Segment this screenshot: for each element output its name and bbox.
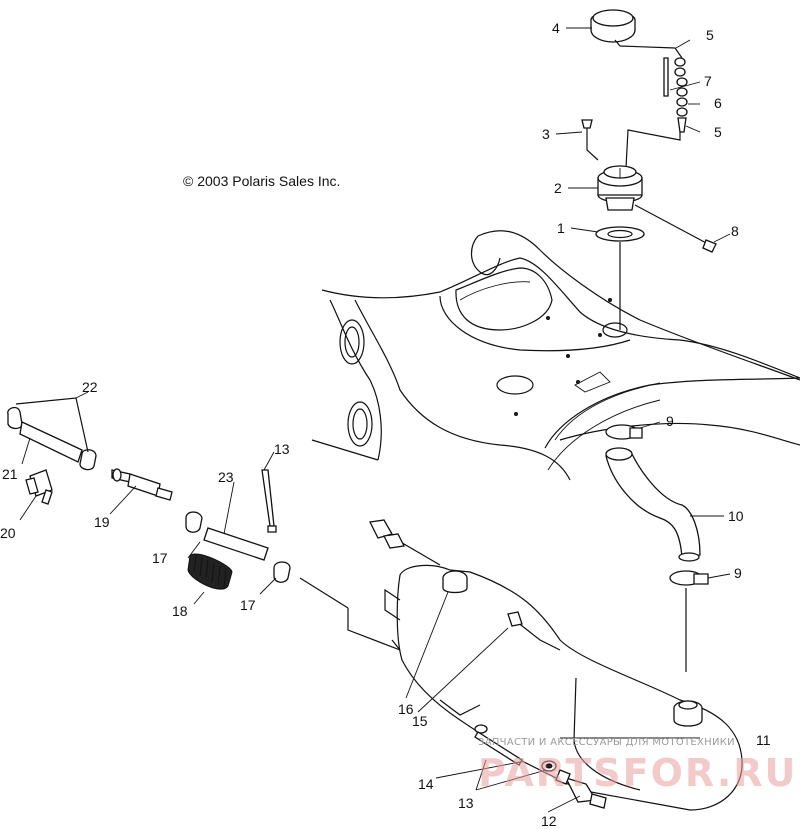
callout-9-upper: 9 bbox=[666, 413, 674, 429]
callout-2: 2 bbox=[554, 180, 562, 196]
callout-18: 18 bbox=[172, 603, 188, 619]
callout-5-bottom: 5 bbox=[714, 124, 722, 140]
callout-10: 10 bbox=[728, 508, 744, 524]
callout-20: 20 bbox=[0, 525, 16, 541]
callout-1: 1 bbox=[557, 220, 565, 236]
callout-22: 22 bbox=[82, 379, 98, 395]
fittings-group bbox=[7, 397, 291, 590]
callout-17-left: 17 bbox=[152, 550, 168, 566]
callout-16: 16 bbox=[398, 701, 414, 717]
callout-5-top: 5 bbox=[706, 27, 714, 43]
callout-8: 8 bbox=[731, 223, 739, 239]
fuel-cap-assembly bbox=[581, 9, 717, 330]
callout-13-bottom: 13 bbox=[458, 795, 474, 811]
watermark: ЗАПЧАСТИ И АКСЕССУАРЫ ДЛЯ МОТОТЕХНИКИ PA… bbox=[478, 737, 797, 795]
callout-23: 23 bbox=[218, 469, 234, 485]
drain-valve-group bbox=[474, 724, 607, 809]
callout-6: 6 bbox=[714, 95, 722, 111]
callout-15: 15 bbox=[412, 713, 428, 729]
copyright-text: © 2003 Polaris Sales Inc. bbox=[183, 173, 340, 189]
fuel-tank bbox=[299, 519, 743, 811]
callout-4: 4 bbox=[552, 20, 560, 36]
callout-7: 7 bbox=[704, 73, 712, 89]
callout-14: 14 bbox=[418, 776, 434, 792]
hose-assembly bbox=[605, 424, 709, 672]
callout-11: 11 bbox=[756, 732, 771, 748]
callout-21: 21 bbox=[2, 466, 18, 482]
callout-17-right: 17 bbox=[240, 597, 256, 613]
callout-13-top: 13 bbox=[274, 441, 290, 457]
frame-body bbox=[311, 230, 800, 481]
callout-labels: 4 5 7 6 5 3 2 1 8 9 10 9 11 12 13 14 16 … bbox=[0, 20, 771, 829]
callout-9-lower: 9 bbox=[734, 565, 742, 581]
leader-lines bbox=[19, 27, 731, 813]
watermark-caption: ЗАПЧАСТИ И АКСЕССУАРЫ ДЛЯ МОТОТЕХНИКИ bbox=[478, 737, 735, 748]
callout-12: 12 bbox=[541, 813, 557, 829]
callout-19: 19 bbox=[94, 514, 110, 530]
watermark-brand: PARTSFOR.RU bbox=[478, 751, 797, 795]
callout-3: 3 bbox=[542, 126, 550, 142]
